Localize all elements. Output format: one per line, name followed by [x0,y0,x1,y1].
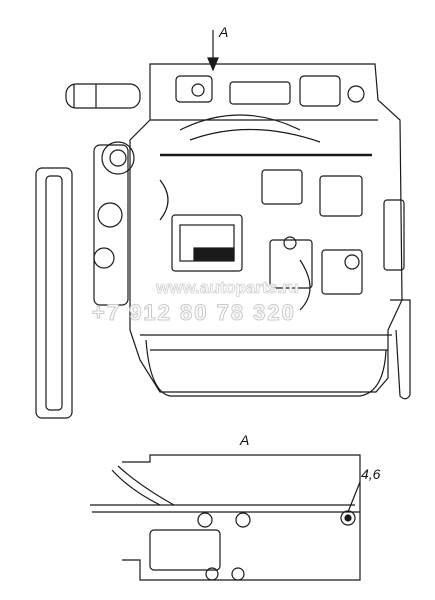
front-pulleys [93,141,135,306]
injection-pump [171,214,243,272]
right-bracket [383,199,411,400]
intake-pipe [65,83,141,109]
watermark-site: www.autoparts.ru [156,278,300,298]
engine-block [129,63,403,397]
detail-view-a [90,454,361,581]
view-title-label: A [240,432,250,448]
cylinder-head-detail [159,75,365,311]
flywheel [35,167,73,419]
view-arrow-label: A [219,24,229,40]
callout-label: 4,6 [361,466,381,482]
watermark-phone: +7 912 80 78 320 [92,300,296,326]
